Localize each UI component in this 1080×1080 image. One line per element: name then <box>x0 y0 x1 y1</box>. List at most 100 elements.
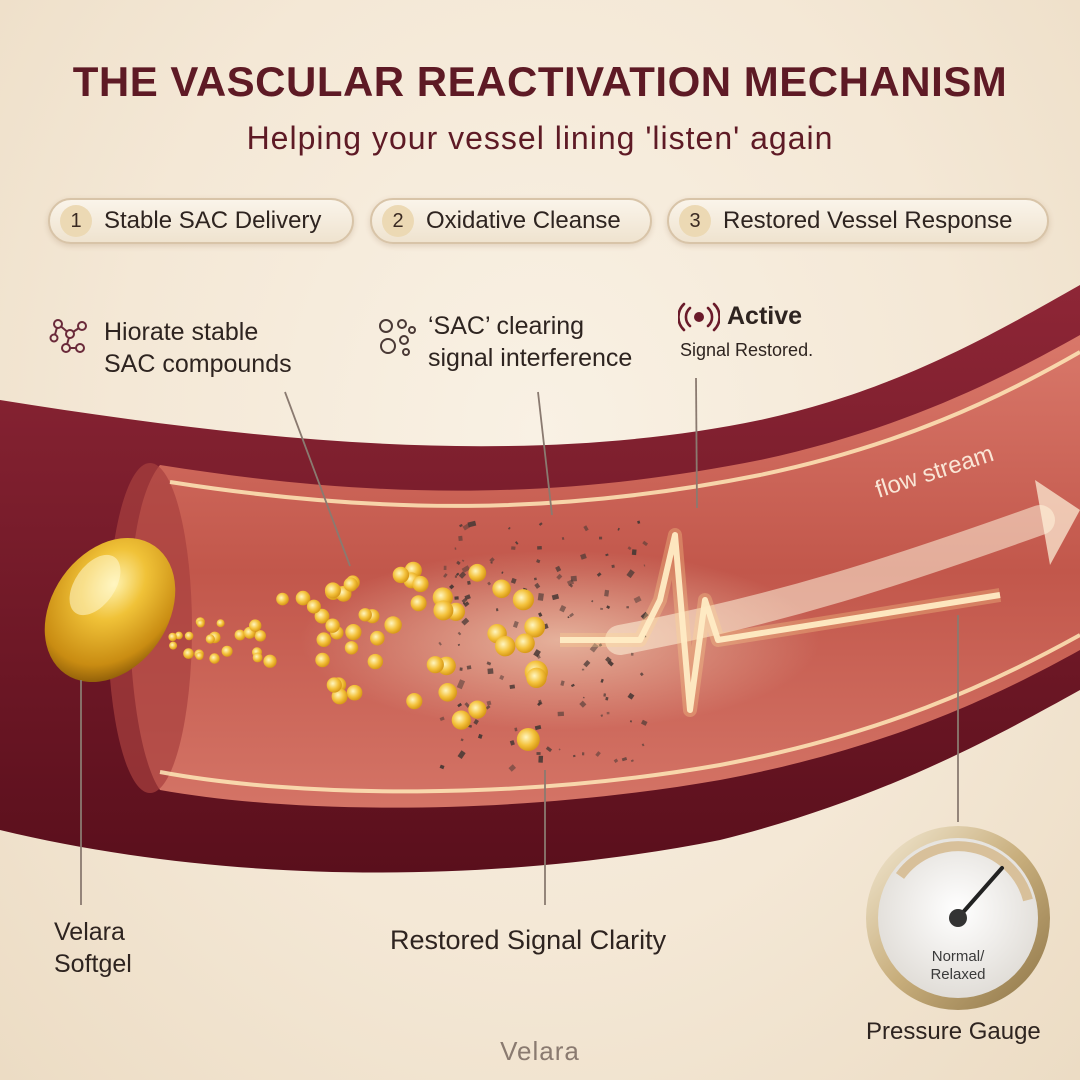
debris-particle <box>581 752 585 756</box>
active-subtitle: Signal Restored. <box>680 340 814 360</box>
debris-particle <box>443 573 448 578</box>
debris-particle <box>595 751 601 757</box>
step-number: 2 <box>382 205 414 237</box>
debris-particle <box>464 594 471 601</box>
golden-particle <box>512 589 535 611</box>
debris-particle <box>487 668 494 675</box>
gauge-dial-line-1: Normal/ <box>931 948 985 965</box>
golden-particle <box>195 652 204 660</box>
debris-particle <box>558 748 561 751</box>
step-label: Oxidative Cleanse <box>426 207 621 234</box>
debris-particle <box>509 684 516 690</box>
softgel-line-2: Softgel <box>54 950 132 978</box>
gauge-dial-text: Normal/ Relaxed <box>908 948 1008 984</box>
molecule-icon <box>49 319 87 353</box>
brand-logo: Velara <box>500 1036 580 1066</box>
golden-particle <box>358 608 372 622</box>
clearing-leader-line <box>537 391 553 516</box>
debris-particle <box>439 764 445 770</box>
debris-particle <box>633 595 642 604</box>
debris-particle <box>583 525 589 532</box>
debris-particle <box>551 593 560 601</box>
debris-particle <box>458 535 463 541</box>
compounds-line-2: SAC compounds <box>104 350 292 378</box>
debris-particle <box>567 616 570 619</box>
clearing-callout: ‘SAC’ clearing signal interference <box>428 310 632 374</box>
golden-particle <box>205 634 215 644</box>
step-label: Restored Vessel Response <box>723 207 1013 234</box>
debris-particle <box>439 716 445 722</box>
debris-particle <box>507 526 511 530</box>
golden-particle <box>234 629 246 641</box>
debris-particle <box>613 758 619 763</box>
debris-particle <box>640 719 648 726</box>
debris-particle <box>572 754 576 758</box>
golden-particle <box>295 590 311 606</box>
clearing-line-2: signal interference <box>428 344 633 372</box>
debris-particle <box>599 536 603 540</box>
debris-particle <box>555 565 562 573</box>
golden-particle <box>325 618 340 633</box>
debris-particle <box>486 700 492 706</box>
debris-particle <box>457 631 462 636</box>
debris-particle <box>495 608 499 612</box>
golden-particle <box>412 575 429 593</box>
signal-broadcast-icon <box>678 302 720 332</box>
debris-particle <box>596 572 602 577</box>
golden-particle <box>184 631 194 641</box>
golden-particles <box>168 561 548 751</box>
debris-particle <box>460 738 464 742</box>
debris-particle <box>537 592 544 601</box>
debris-particle <box>569 612 575 618</box>
debris-particle <box>538 612 543 618</box>
debris-particle <box>487 581 492 586</box>
debris-particle <box>626 606 629 609</box>
golden-particle <box>384 616 402 634</box>
debris-particle <box>545 746 553 753</box>
debris-particle <box>556 573 563 580</box>
golden-particle <box>221 645 233 657</box>
golden-particle <box>276 592 289 606</box>
debris-particle <box>629 720 633 723</box>
golden-particle <box>344 641 359 655</box>
debris-particle <box>557 711 565 717</box>
debris-particle <box>486 661 492 666</box>
golden-particle <box>324 582 341 599</box>
debris-particle <box>462 523 471 531</box>
debris-particle <box>637 520 641 524</box>
golden-particle <box>209 653 220 664</box>
step-2-pill: 2 Oxidative Cleanse <box>370 198 652 244</box>
golden-particle <box>492 579 511 599</box>
golden-particle <box>438 683 458 702</box>
debris-particle <box>457 643 461 646</box>
debris-particle <box>456 679 466 690</box>
golden-particle <box>249 619 262 632</box>
debris-particle <box>467 520 477 528</box>
debris-particle <box>606 711 610 715</box>
debris-particle <box>605 553 609 557</box>
golden-particle <box>367 653 383 670</box>
step-number: 1 <box>60 205 92 237</box>
golden-particle <box>343 577 358 592</box>
golden-particle <box>426 656 444 674</box>
debris-particle <box>490 561 493 564</box>
step-3-pill: 3 Restored Vessel Response <box>667 198 1049 244</box>
debris-particle <box>515 541 519 545</box>
gauge-label: Pressure Gauge <box>866 1018 1041 1045</box>
debris-particle <box>449 584 455 590</box>
debris-particle <box>466 665 472 670</box>
gauge-dial-line-2: Relaxed <box>930 966 986 983</box>
golden-particle <box>216 619 225 628</box>
debris-particle <box>463 601 470 608</box>
debris-particle <box>606 605 611 610</box>
golden-particle <box>316 632 332 647</box>
debris-particle <box>589 643 599 653</box>
golden-particle <box>346 684 363 701</box>
step-label: Stable SAC Delivery <box>104 207 322 234</box>
debris-particle <box>537 545 542 550</box>
debris-particle <box>643 564 646 567</box>
debris-particle <box>473 718 479 725</box>
step-number: 3 <box>679 205 711 237</box>
debris-particle <box>631 549 637 556</box>
softgel-line-1: Velara <box>54 918 125 946</box>
